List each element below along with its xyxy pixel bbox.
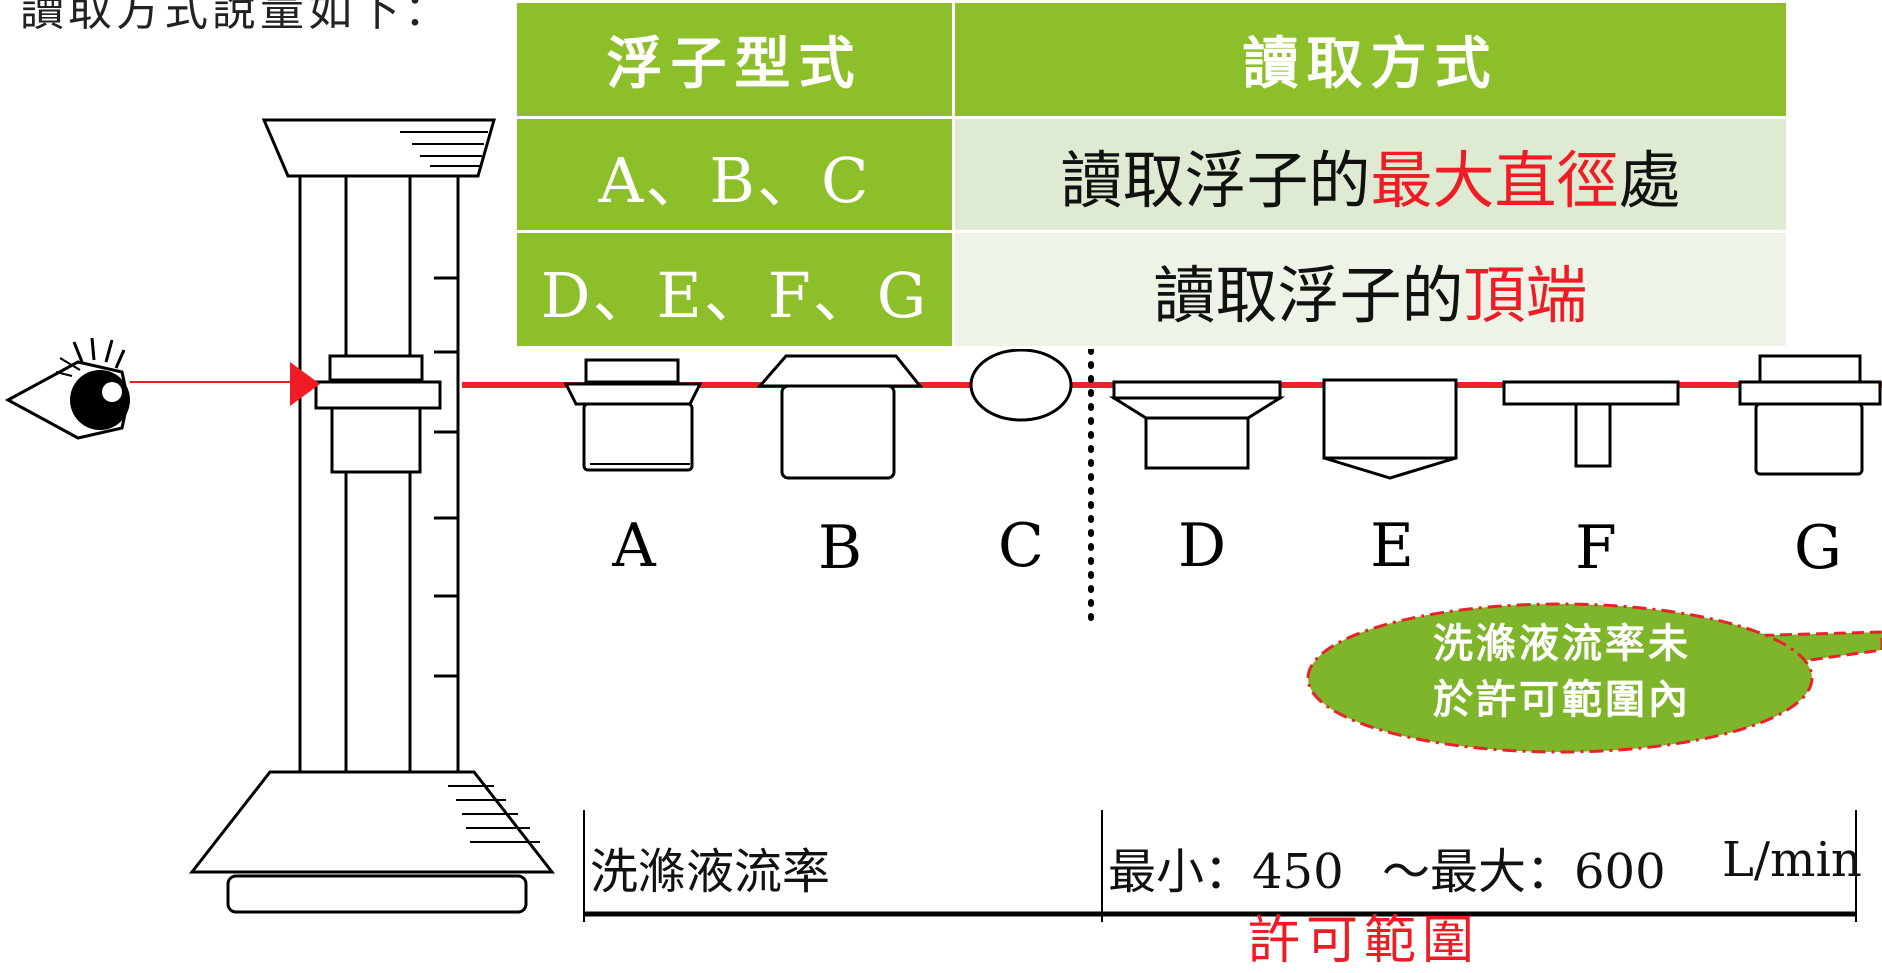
arrowhead-icon — [290, 362, 320, 406]
eye-icon — [4, 337, 130, 440]
spec-max: ～最大：600 — [1382, 844, 1666, 900]
spec-range-cut: 許可範圍 — [1248, 911, 1481, 971]
intro-text: 讀取方式說量如下： — [20, 0, 452, 36]
callout-line-2: 於許可範圍內 — [1433, 677, 1691, 723]
header-reading-method: 讀取方式 — [952, 0, 1789, 119]
method-text: 讀取浮子的 — [1153, 258, 1464, 332]
method-text: 讀取浮子的 — [1060, 143, 1371, 217]
header-float-type: 浮子型式 — [514, 0, 955, 119]
spec-unit: L/min — [1722, 832, 1862, 888]
float-e — [1322, 378, 1458, 480]
row-types-abc: A、B、C — [514, 116, 955, 233]
spec-table-lines — [583, 810, 1857, 922]
flowmeter-tube — [188, 118, 556, 914]
method-highlight: 最大直徑 — [1370, 143, 1619, 217]
spec-min: 最小：450 — [1108, 844, 1344, 900]
row-method-defg: 讀取浮子的頂端 — [952, 230, 1789, 349]
float-reading-table: 浮子型式 讀取方式 A、B、C 讀取浮子的最大直徑處 D、E、F、G 讀取浮子的… — [514, 0, 1789, 349]
float-label-b: B — [818, 513, 862, 583]
float-c — [969, 348, 1073, 422]
float-g — [1738, 354, 1882, 476]
float-label-e: E — [1370, 511, 1414, 581]
float-b — [756, 354, 924, 480]
method-text-after: 處 — [1618, 143, 1681, 217]
float-label-f: F — [1575, 513, 1617, 583]
float-label-g: G — [1794, 513, 1842, 583]
float-label-a: A — [611, 511, 656, 581]
float-f — [1502, 380, 1680, 468]
float-label-c: C — [998, 511, 1044, 581]
row-method-abc: 讀取浮子的最大直徑處 — [952, 116, 1789, 233]
spec-label: 洗滌液流率 — [590, 844, 831, 900]
callout-bubble — [1306, 602, 1882, 754]
callout-text: 洗滌液流率未 於許可範圍內 — [1372, 616, 1752, 728]
float-a — [563, 358, 703, 472]
method-highlight: 頂端 — [1463, 258, 1588, 332]
callout-line-1: 洗滌液流率未 — [1433, 621, 1691, 667]
row-types-defg: D、E、F、G — [514, 230, 955, 349]
diagram-canvas: A B C D E F G — [4, 118, 1882, 922]
float-d — [1108, 380, 1286, 470]
flowmeter-reading-diagram: 讀取方式說量如下： — [4, 0, 1882, 971]
float-label-d: D — [1178, 511, 1226, 581]
